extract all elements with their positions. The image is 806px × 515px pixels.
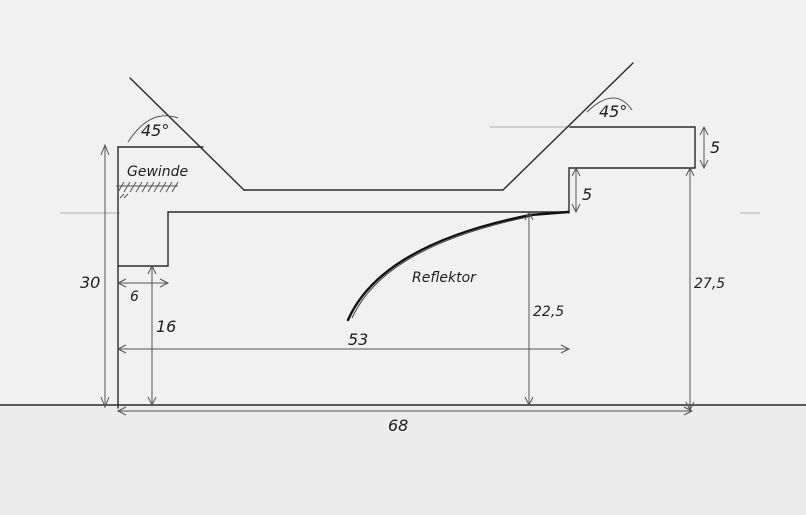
dim-27-5-value: 27,5: [694, 276, 725, 292]
right-angle-arc: [586, 97, 633, 113]
dim-68-arrows: [116, 406, 694, 416]
dim-22-5-arrows: [524, 210, 534, 407]
dim-53-value: 53: [348, 330, 368, 349]
dim-53-arrows: [116, 344, 571, 354]
dim-6-arrows: [116, 278, 170, 288]
thread-label: Gewinde: [127, 164, 188, 180]
dim-16-arrows: [147, 264, 157, 407]
angle-right-label: 45°: [599, 102, 627, 121]
dim-5-top-value: 5: [710, 138, 720, 157]
thread-hatching: [116, 181, 179, 199]
dim-30-value: 30: [80, 273, 100, 292]
left-45-line: [129, 77, 245, 191]
left-angle-arc: [127, 115, 179, 143]
dim-5-step-arrows: [571, 166, 581, 214]
right-45-line: [502, 62, 634, 191]
dim-16-value: 16: [156, 317, 176, 336]
paper-lower-shade: [0, 405, 806, 515]
angle-left-label: 45°: [141, 121, 169, 140]
dim-30-arrows: [100, 143, 110, 409]
dim-5-step-value: 5: [582, 185, 592, 204]
reflector-label: Reflektor: [412, 270, 477, 286]
dim-6-value: 6: [130, 289, 139, 305]
dim-5-top-arrows: [699, 125, 709, 170]
dimension-lines: [100, 125, 709, 416]
part-outline: [117, 62, 696, 409]
reflector-curve: [346, 210, 570, 322]
dim-68-value: 68: [388, 416, 408, 435]
reflector-curve-shadow: [351, 215, 533, 319]
dim-22-5-value: 22,5: [533, 304, 564, 320]
